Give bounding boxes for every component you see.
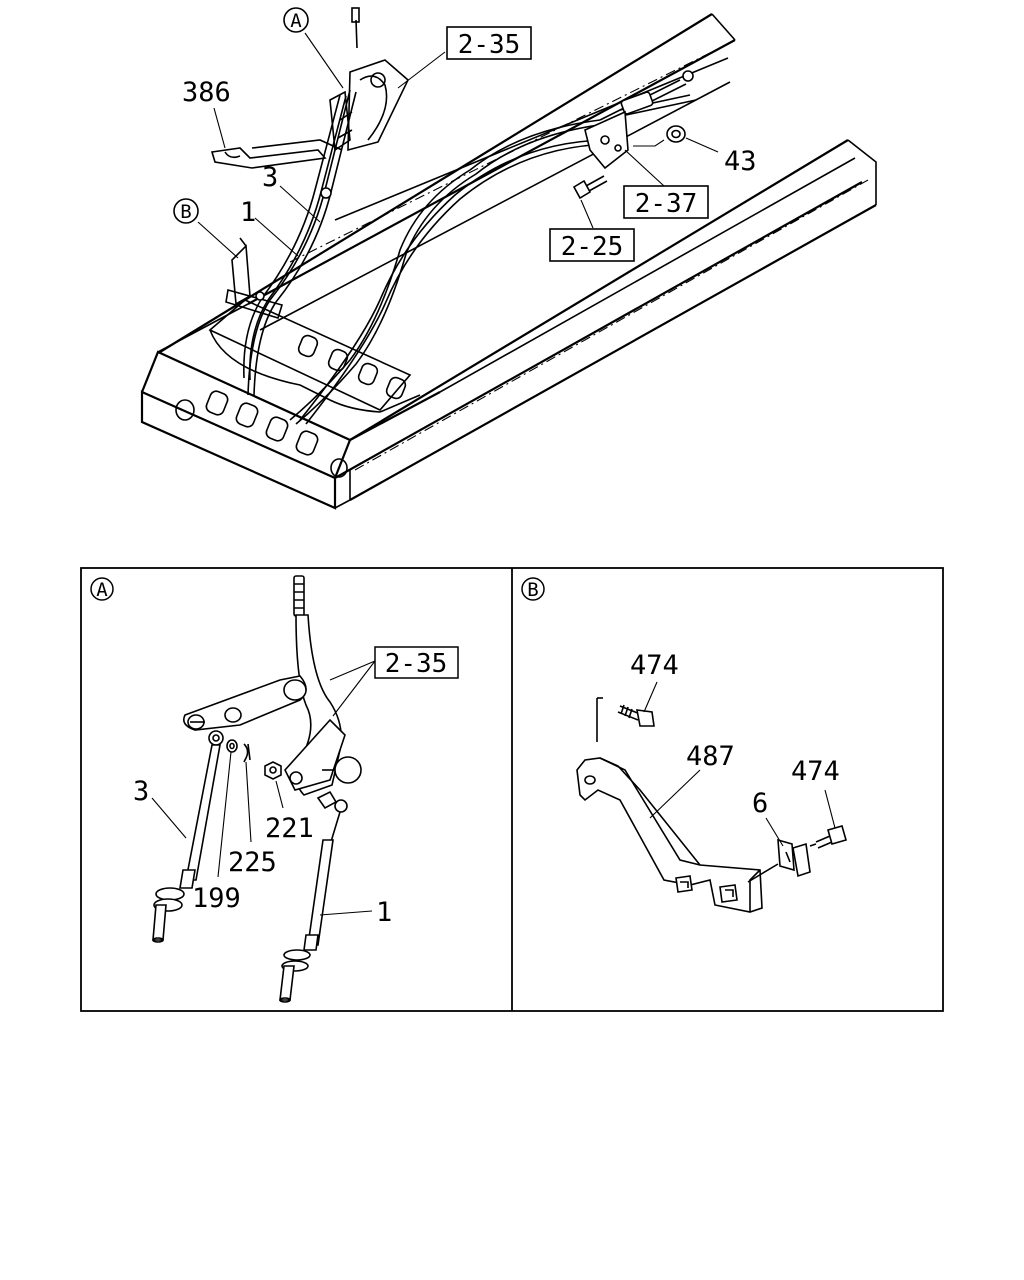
callout-b-letter: B [180, 201, 191, 223]
shift-lever [284, 575, 362, 796]
ref-2-25-text: 2-25 [561, 232, 624, 262]
detail-a-badge-letter: A [96, 579, 108, 601]
cable-3 [152, 744, 221, 943]
washer-225 [226, 739, 238, 753]
callout-a: A [283, 7, 309, 33]
label-43: 43 [724, 146, 757, 177]
detail-b-badge-letter: B [527, 579, 538, 601]
detail-b-label-474-top: 474 [630, 650, 679, 681]
clip-6 [747, 838, 811, 883]
ref-2-37-text: 2-37 [635, 189, 698, 219]
cable-1 [279, 811, 341, 1003]
ref-box-2-25: 2-25 [549, 228, 635, 262]
ref-box-a-2-35: 2-35 [374, 646, 459, 679]
detail-a-leaders [151, 660, 376, 916]
overview-leaders [197, 32, 719, 259]
callout-b: B [173, 198, 199, 224]
detail-a-label-225: 225 [228, 847, 277, 878]
selector-arm [182, 675, 307, 731]
detail-b-badge: B [521, 577, 545, 601]
clip-pin [243, 743, 251, 763]
detail-a-badge: A [90, 577, 114, 601]
overview-view: A B 386 3 1 43 2-35 2-37 2-25 [140, 7, 877, 510]
nut-221 [264, 761, 282, 780]
bolt-474-right [809, 825, 847, 849]
callout-a-letter: A [290, 10, 302, 32]
bracket-b [225, 237, 284, 319]
detail-b-leaders [643, 681, 836, 847]
bracket-487 [576, 757, 763, 913]
right-frame-rail [329, 139, 877, 501]
detail-b-panel: B [521, 577, 847, 913]
washer-199 [208, 730, 224, 746]
ref-2-35-text: 2-35 [458, 30, 521, 60]
detail-panels [80, 567, 944, 1012]
label-1: 1 [240, 197, 256, 228]
detail-a-label-3: 3 [133, 776, 149, 807]
detail-b-label-6: 6 [752, 788, 768, 819]
label-386: 386 [182, 77, 231, 108]
bolt-2-25 [572, 175, 608, 200]
detail-a-label-199: 199 [192, 883, 241, 914]
frame-cross-member [140, 299, 441, 510]
detail-b-label-474-right: 474 [791, 756, 840, 787]
detail-a-ref-text: 2-35 [385, 649, 448, 679]
detail-b-label-487: 487 [686, 741, 735, 772]
bracket-386 [210, 139, 343, 169]
nut-43 [666, 125, 686, 143]
detail-a-panel: A [90, 575, 459, 1003]
ball-joint-stud [316, 790, 348, 813]
detail-a-label-1: 1 [376, 897, 392, 928]
detail-a-label-221: 221 [265, 813, 314, 844]
ref-box-2-35: 2-35 [446, 26, 532, 60]
shift-lever-tower [329, 7, 409, 152]
ref-box-2-37: 2-37 [623, 185, 709, 219]
bolt-474-top [596, 697, 655, 742]
shift-cables [243, 70, 697, 425]
left-frame-rail [159, 13, 736, 353]
label-3: 3 [262, 162, 278, 193]
cable-bracket [584, 110, 629, 170]
